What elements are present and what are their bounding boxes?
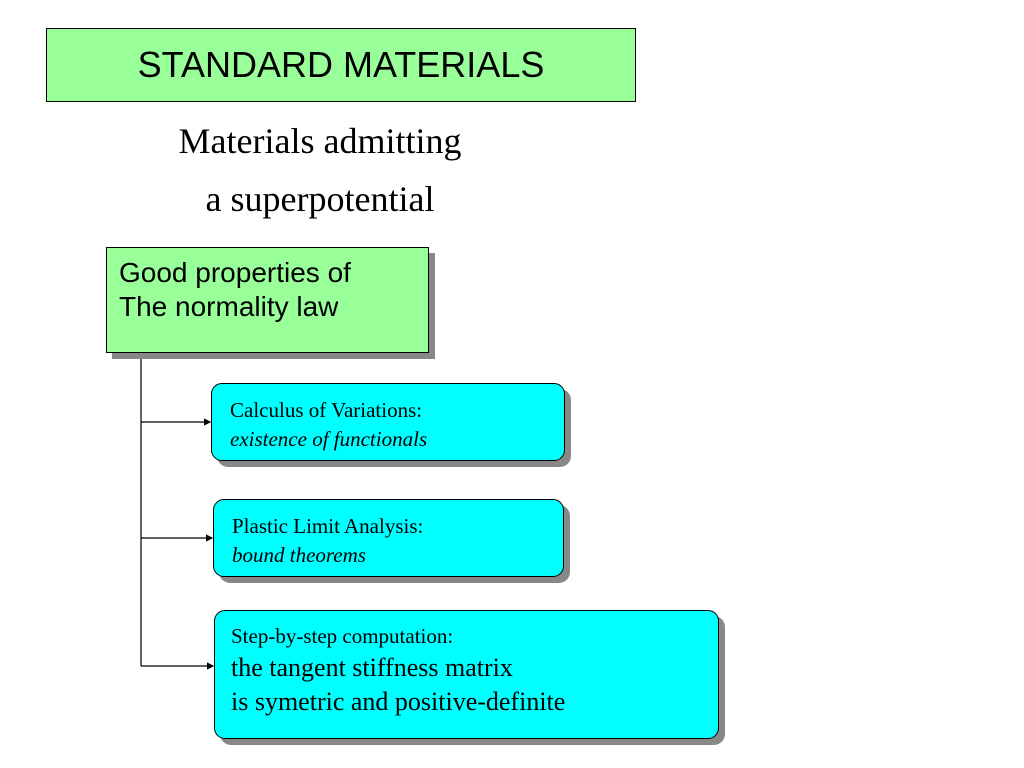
child-2-heading: Plastic Limit Analysis:	[232, 514, 424, 538]
root-node: Good properties of The normality law	[106, 247, 429, 353]
child-3-heading: Step-by-step computation:	[231, 624, 454, 648]
subtitle-line-2: a superpotential	[205, 179, 435, 219]
slide-title-box: STANDARD MATERIALS	[46, 28, 636, 102]
root-line-2: The normality law	[119, 291, 339, 322]
child-3-detail-line-1: the tangent stiffness matrix	[231, 653, 513, 682]
child-node-calculus-of-variations: Calculus of Variations: existence of fun…	[211, 383, 565, 461]
slide-title: STANDARD MATERIALS	[137, 44, 545, 85]
child-node-step-by-step: Step-by-step computation: the tangent st…	[214, 610, 719, 739]
subtitle-line-1: Materials admitting	[178, 121, 462, 161]
root-line-1: Good properties of	[119, 257, 351, 288]
child-node-plastic-limit-analysis: Plastic Limit Analysis: bound theorems	[213, 499, 564, 577]
subtitle: Materials admitting a superpotential	[120, 112, 520, 228]
child-1-heading: Calculus of Variations:	[230, 398, 423, 422]
child-3-detail-line-2: is symetric and positive-definite	[231, 687, 566, 716]
child-1-detail: existence of functionals	[230, 427, 428, 451]
child-2-detail: bound theorems	[232, 543, 366, 567]
